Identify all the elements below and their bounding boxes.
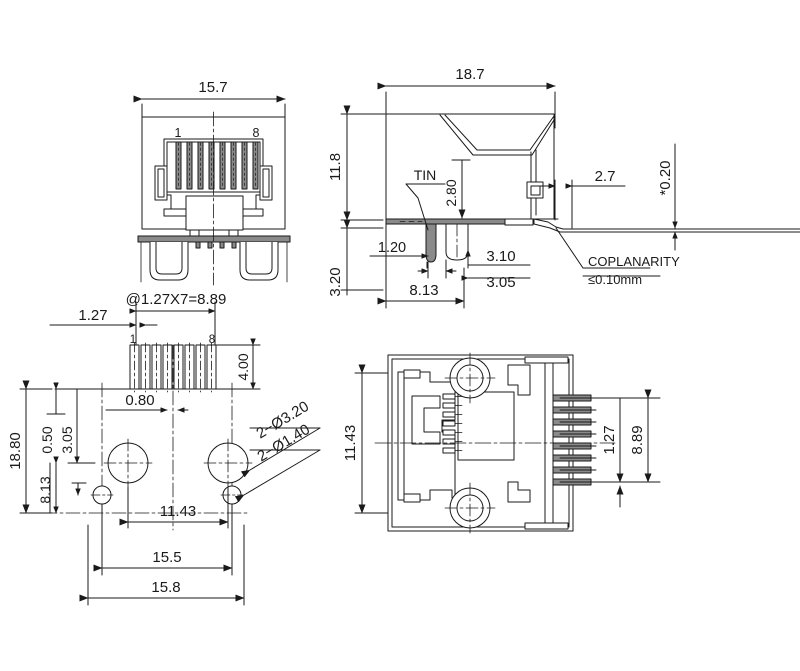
dim-mount-offset: 3.05 xyxy=(59,388,96,464)
front-view: 15.7 xyxy=(133,79,291,286)
pcb-pin-8-label: 8 xyxy=(209,334,215,346)
small-hole-tick xyxy=(71,482,87,496)
dim-body-width-inner: 15.5 xyxy=(93,503,233,576)
dim-edge-first-pin: 1.27 xyxy=(49,307,158,328)
front-pin-8-label: 8 xyxy=(253,126,260,140)
dim-text-body-width-inner: 15.5 xyxy=(152,549,181,566)
bottom-bottom-rail xyxy=(524,522,569,530)
dim-span: 8.13 xyxy=(377,267,465,309)
dim-side-below-board: 3.20 xyxy=(327,219,384,297)
bottom-latch-pockets xyxy=(507,364,531,503)
dim-pin-width: 0.80 xyxy=(105,392,189,413)
dim-text-top-edge-offset: 0.50 xyxy=(39,426,55,453)
dim-pin-length: 4.00 xyxy=(215,338,261,390)
front-base-strip xyxy=(137,235,291,243)
dim-text-bottom-pitch: 1.27 xyxy=(601,425,618,454)
bottom-view: 11.43 xyxy=(342,352,661,534)
dim-hole-row-offset: 8.13 xyxy=(37,456,59,514)
dim-text-body-width-outer: 15.8 xyxy=(151,579,180,596)
dim-front-width: 15.7 xyxy=(133,79,286,118)
pcb-pin-pads xyxy=(129,342,217,393)
side-coplanar-lead-2 xyxy=(533,223,800,233)
pcb-pin-1-label: 1 xyxy=(130,334,136,346)
dim-bottom-height: 11.43 xyxy=(342,364,389,514)
side-inner-cone-1 xyxy=(439,114,555,156)
dim-hole-spacing: 11.43 xyxy=(119,486,229,529)
dim-text-pin-length: 4.00 xyxy=(235,353,251,380)
side-inner-cone-2 xyxy=(444,114,555,151)
dim-text-tin-offset: 1.20 xyxy=(378,240,406,256)
side-body-outline xyxy=(385,113,555,220)
dim-text-bottom-height: 11.43 xyxy=(342,425,359,461)
side-tin-note: TIN xyxy=(405,167,446,231)
dim-text-pitch-callout: @1.27X7=8.89 xyxy=(126,291,227,308)
front-plug-opening xyxy=(185,195,244,231)
dim-tab-offset: 2.7 xyxy=(539,168,626,229)
dim-tin-offset: 1.20 xyxy=(369,223,429,269)
dim-text-thickness: *0.20 xyxy=(657,160,674,195)
dim-bottom-pitch: 1.27 xyxy=(595,397,661,508)
bottom-cavity-key xyxy=(411,395,441,445)
pcb-large-holes xyxy=(103,438,253,488)
side-window-inner xyxy=(530,185,541,196)
dim-text-tab-offset: 2.7 xyxy=(595,168,616,185)
front-mounting-legs xyxy=(149,241,279,281)
side-coplanarity-note: COPLANARITY ≤0.10mm xyxy=(555,227,680,287)
side-view: 18.7 11.8 3.20 xyxy=(327,66,800,309)
front-latch-left-inner xyxy=(157,168,165,198)
label-tin: TIN xyxy=(414,167,437,183)
pcb-layout-view: @1.27X7=8.89 1.27 xyxy=(7,291,321,606)
dim-side-height: 11.8 xyxy=(327,105,386,221)
dim-pin-pitch-a: 3.10 xyxy=(465,248,531,269)
dim-thickness: *0.20 xyxy=(657,143,678,251)
dim-text-pin-depth: 2.80 xyxy=(443,179,459,206)
dim-text-bottom-span: 8.89 xyxy=(629,425,646,454)
dim-text-pin-width: 0.80 xyxy=(125,392,154,409)
bottom-cavity-contacts xyxy=(442,393,463,454)
dim-pin-depth: 2.80 xyxy=(443,159,471,219)
dim-text-hole-row-offset: 8.13 xyxy=(37,476,53,503)
front-base-pins xyxy=(183,241,249,249)
dim-text-overall-height: 18.80 xyxy=(7,432,24,470)
front-latch-right-inner xyxy=(262,168,270,198)
dim-pin-gap xyxy=(417,259,457,279)
dim-bottom-span: 8.89 xyxy=(629,389,652,483)
dim-overall-height: 18.80 xyxy=(7,380,53,514)
dim-text-front-width: 15.7 xyxy=(198,79,227,96)
dim-text-edge-first-pin: 1.27 xyxy=(78,307,107,324)
dim-top-edge-offset: 0.50 xyxy=(39,382,66,454)
label-coplanarity: COPLANARITY xyxy=(588,254,680,269)
bottom-mount-posts xyxy=(444,352,496,534)
bottom-latch-tabs xyxy=(403,369,421,503)
dim-text-pin-pitch-b: 3.05 xyxy=(486,274,515,291)
dim-pin-pitch-b: 3.05 xyxy=(461,274,531,291)
bottom-center-block xyxy=(457,391,515,461)
side-coplanar-lead xyxy=(533,218,800,230)
dim-text-side-below-board: 3.20 xyxy=(327,267,344,296)
dim-text-side-height: 11.8 xyxy=(327,153,344,181)
label-coplanarity-value: ≤0.10mm xyxy=(588,272,642,287)
front-pin-1-label: 1 xyxy=(175,126,182,140)
dim-text-pin-pitch-a: 3.10 xyxy=(486,248,515,265)
bottom-terminal-leads xyxy=(552,394,597,486)
front-contacts xyxy=(175,141,259,190)
dim-text-side-length: 18.7 xyxy=(455,66,484,83)
dim-text-hole-spacing: 11.43 xyxy=(160,503,196,520)
bottom-top-rail xyxy=(524,356,569,364)
dim-side-length: 18.7 xyxy=(377,66,556,129)
front-key-ribs xyxy=(189,229,239,237)
dim-text-mount-offset: 3.05 xyxy=(59,426,75,453)
dim-text-span: 8.13 xyxy=(409,282,438,299)
dim-body-width-outer: 15.8 xyxy=(79,524,245,606)
side-tab-block xyxy=(504,218,534,226)
pcb-small-holes xyxy=(90,485,244,505)
